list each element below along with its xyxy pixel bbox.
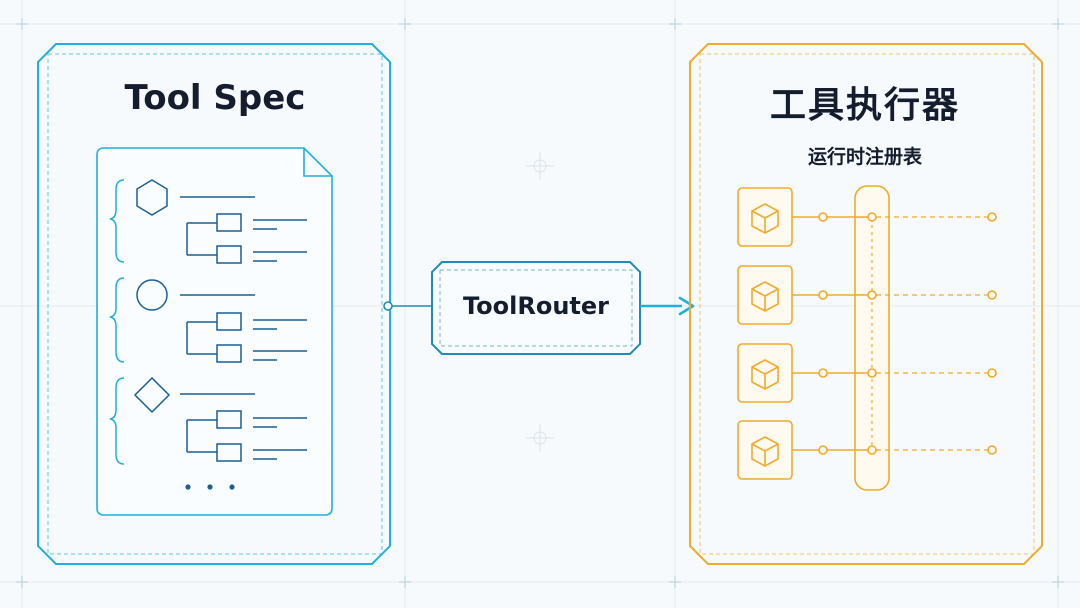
tool-row-1: [737, 187, 997, 247]
tool-router-label: ToolRouter: [462, 292, 610, 320]
executor-panel: [689, 43, 1043, 565]
executor-title: 工具执行器: [769, 85, 960, 126]
circle-icon: [136, 279, 168, 311]
spec-to-router-connector: [383, 301, 433, 311]
tool-row-2: [737, 265, 997, 325]
executor-subtitle: 运行时注册表: [807, 146, 922, 168]
router-to-executor-arrow: [640, 296, 695, 316]
spec-entry-2: [109, 277, 307, 363]
tool-row-4: [737, 420, 997, 480]
tool-row-3: [737, 343, 997, 403]
tool-router-box: [431, 261, 641, 355]
cube-icon: [751, 281, 779, 312]
cube-icon: [751, 359, 779, 390]
cube-icon: [751, 436, 779, 467]
registration-marks: [16, 18, 1064, 588]
tool-spec-title: Tool Spec: [124, 78, 306, 118]
diamond-icon: [133, 376, 171, 414]
spec-entry-3: [109, 376, 307, 465]
ellipsis-icon: [185, 484, 235, 490]
spec-entry-1: [109, 179, 307, 264]
cube-icon: [751, 203, 779, 234]
tool-spec-panel: [37, 43, 391, 565]
hexagon-icon: [136, 179, 168, 216]
runtime-bus: [854, 185, 890, 491]
crosshair-marks: [526, 152, 554, 452]
spec-document: [96, 147, 333, 516]
